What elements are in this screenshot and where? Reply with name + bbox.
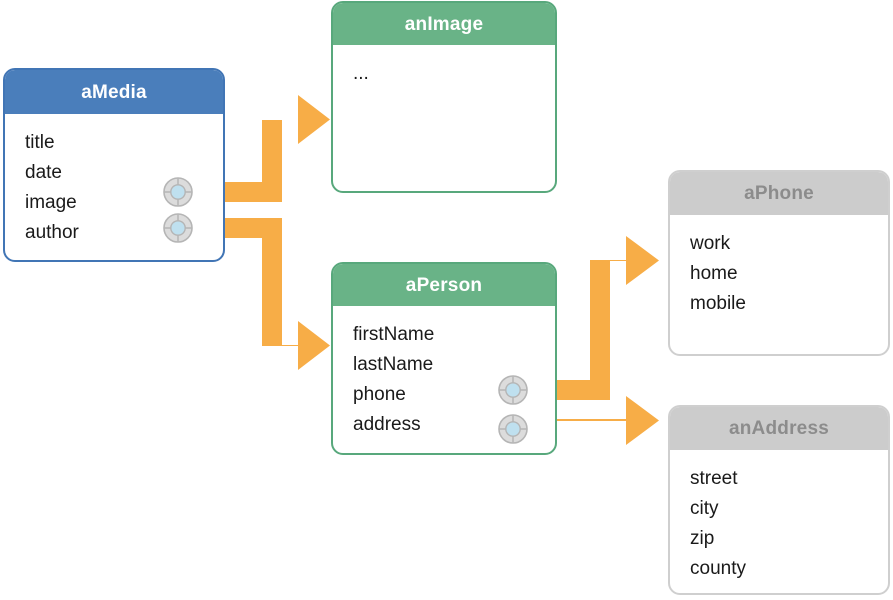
attribute-zip[interactable]: zip xyxy=(690,528,715,549)
node-aPerson-attributes: firstName lastName phone address xyxy=(333,306,555,440)
attribute-title[interactable]: title xyxy=(25,132,55,153)
node-anAddress-title: anAddress xyxy=(670,407,888,450)
attribute-firstName[interactable]: firstName xyxy=(353,324,435,345)
attribute-phone[interactable]: phone xyxy=(353,384,406,405)
attribute-lastName[interactable]: lastName xyxy=(353,354,434,375)
socket-image-icon[interactable] xyxy=(163,177,193,207)
socket-address-icon[interactable] xyxy=(498,414,528,444)
node-anAddress[interactable]: anAddress street city zip county xyxy=(668,405,890,595)
node-anImage[interactable]: anImage ... xyxy=(331,1,557,193)
node-anAddress-attributes: street city zip county xyxy=(670,450,888,584)
node-aPerson-title: aPerson xyxy=(333,264,555,306)
node-anImage-title: anImage xyxy=(333,3,555,45)
node-aMedia-title: aMedia xyxy=(5,70,223,114)
node-aMedia-attributes: title date image author xyxy=(5,114,223,248)
attribute-mobile[interactable]: mobile xyxy=(690,293,746,314)
socket-author-icon[interactable] xyxy=(163,213,193,243)
attribute-street[interactable]: street xyxy=(690,468,738,489)
attribute-image[interactable]: image xyxy=(25,192,77,213)
attribute-address[interactable]: address xyxy=(353,414,421,435)
attribute-city[interactable]: city xyxy=(690,498,719,519)
node-aPhone-title: aPhone xyxy=(670,172,888,215)
node-aPhone[interactable]: aPhone work home mobile xyxy=(668,170,890,356)
socket-phone-icon[interactable] xyxy=(498,375,528,405)
node-aPhone-attributes: work home mobile xyxy=(670,215,888,319)
attribute-author[interactable]: author xyxy=(25,222,79,243)
node-anImage-attributes: ... xyxy=(333,45,555,89)
attribute-home[interactable]: home xyxy=(690,263,738,284)
attribute-date[interactable]: date xyxy=(25,162,62,183)
attribute-ellipsis[interactable]: ... xyxy=(353,63,369,84)
attribute-work[interactable]: work xyxy=(690,233,731,254)
attribute-county[interactable]: county xyxy=(690,558,746,579)
